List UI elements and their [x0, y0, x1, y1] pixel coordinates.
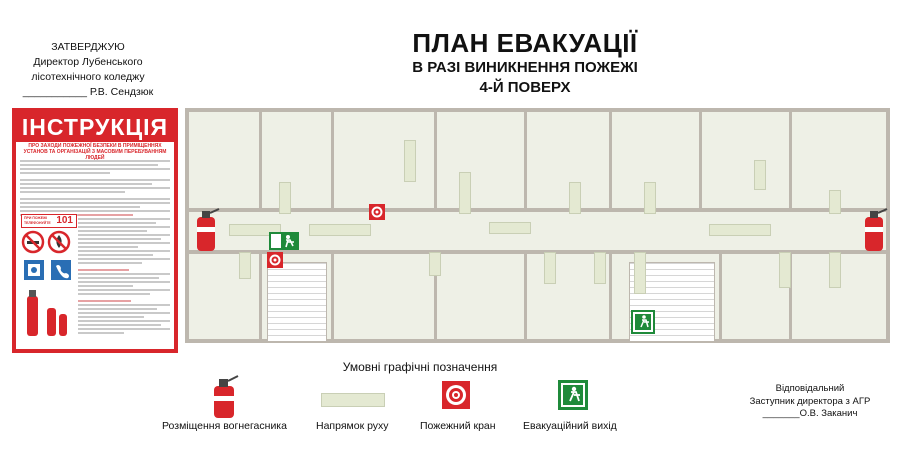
page-title: ПЛАН ЕВАКУАЦІЇ В РАЗІ ВИНИКНЕННЯ ПОЖЕЖІ … [330, 28, 720, 98]
approval-line-4: ___________ Р.В. Сендзюк [22, 86, 154, 98]
legend-fire-hose-icon [442, 381, 470, 409]
direction-arrow-icon [634, 252, 646, 294]
room-wall [789, 112, 792, 208]
room-wall [434, 112, 437, 208]
title-sub: В РАЗІ ВИНИКНЕННЯ ПОЖЕЖІ [412, 59, 638, 76]
instruction-text-block [20, 158, 170, 218]
corridor-wall-top [189, 208, 886, 212]
responsible-line-1: Відповідальний [775, 383, 845, 394]
direction-arrow-icon [594, 252, 606, 284]
legend-exit-icon [558, 380, 588, 410]
direction-arrow-icon [459, 172, 471, 214]
responsible-block: Відповідальний Заступник директора з АГР… [740, 383, 880, 421]
legend-direction-arrow-icon [321, 393, 385, 407]
approval-block: ЗАТВЕРДЖУЮ Директор Лубенського лісотехн… [8, 40, 168, 100]
instruction-icons [21, 230, 71, 336]
approval-line-3: лісотехнічного коледжу [31, 71, 145, 83]
direction-arrow-icon [309, 224, 371, 236]
room-wall [434, 254, 437, 343]
fire-hose-icon [369, 204, 385, 220]
legend-title: Умовні графічні позначення [342, 360, 498, 374]
room-wall [331, 254, 334, 343]
exit-icon [269, 232, 299, 250]
room-wall [259, 112, 262, 208]
instruction-rules [78, 212, 170, 336]
no-smoking-icon [21, 230, 45, 254]
responsible-line-2: Заступник директора з АГР [749, 395, 871, 407]
direction-arrow-icon [829, 252, 841, 288]
extinguisher-illustration-icon [27, 290, 67, 336]
phone-sign-icon [51, 260, 71, 280]
instruction-body: ІНСТРУКЦІЯ ПРО ЗАХОДИ ПОЖЕЖНОЇ БЕЗПЕКИ В… [16, 112, 174, 349]
direction-arrow-icon [569, 182, 581, 214]
fire-extinguisher-icon [197, 208, 220, 251]
room-wall [609, 254, 612, 343]
title-floor: 4-Й ПОВЕРХ [479, 79, 571, 96]
room-wall [524, 112, 527, 208]
room-wall [524, 254, 527, 343]
phone-box: ПРИ ПОЖЕЖІ ТЕЛЕФОНУЙТЕ 101 [21, 214, 77, 228]
legend-label-direction: Напрямок руху [316, 420, 389, 432]
title-main: ПЛАН ЕВАКУАЦІЇ [412, 28, 638, 58]
approval-line-2: Директор Лубенського [33, 56, 143, 68]
corridor-wall-bottom [189, 250, 886, 254]
direction-arrow-icon [229, 224, 281, 236]
fire-hose-icon [267, 252, 283, 268]
room-wall [789, 254, 792, 343]
room-wall [699, 112, 702, 208]
room-wall [331, 112, 334, 208]
no-open-fire-icon [47, 230, 71, 254]
room-wall [719, 254, 722, 343]
direction-arrow-icon [429, 252, 441, 276]
direction-arrow-icon [279, 182, 291, 214]
direction-arrow-icon [709, 224, 771, 236]
exit-icon [631, 310, 655, 334]
direction-arrow-icon [544, 252, 556, 284]
floor-plan [185, 108, 890, 343]
direction-arrow-icon [404, 140, 416, 182]
legend-label-exit: Евакуаційний вихід [523, 420, 617, 432]
legend-label-extinguisher: Розміщення вогнегасника [162, 420, 287, 432]
fire-extinguisher-icon [865, 208, 888, 251]
approval-line-1: ЗАТВЕРДЖУЮ [51, 41, 125, 53]
room-wall [609, 112, 612, 208]
direction-arrow-icon [239, 252, 251, 279]
direction-arrow-icon [754, 160, 766, 190]
responsible-line-3: _______О.В. Заканич [762, 408, 858, 419]
direction-arrow-icon [779, 252, 791, 288]
instruction-poster: ІНСТРУКЦІЯ ПРО ЗАХОДИ ПОЖЕЖНОЇ БЕЗПЕКИ В… [12, 108, 178, 353]
phone-number: 101 [56, 215, 73, 226]
room-wall [259, 254, 262, 343]
staircase-left [267, 262, 327, 342]
direction-arrow-icon [829, 190, 841, 214]
instruction-subtitle: ПРО ЗАХОДИ ПОЖЕЖНОЇ БЕЗПЕКИ В ПРИМІЩЕННЯ… [23, 143, 167, 161]
legend-fire-extinguisher-icon [214, 375, 239, 418]
legend-label-fire-hose: Пожежний кран [420, 420, 496, 432]
phone-label: ПРИ ПОЖЕЖІ ТЕЛЕФОНУЙТЕ [24, 216, 51, 225]
direction-arrow-icon [489, 222, 531, 234]
direction-arrow-icon [644, 182, 656, 214]
alarm-button-icon [24, 260, 44, 280]
instruction-header: ІНСТРУКЦІЯ [16, 112, 174, 142]
